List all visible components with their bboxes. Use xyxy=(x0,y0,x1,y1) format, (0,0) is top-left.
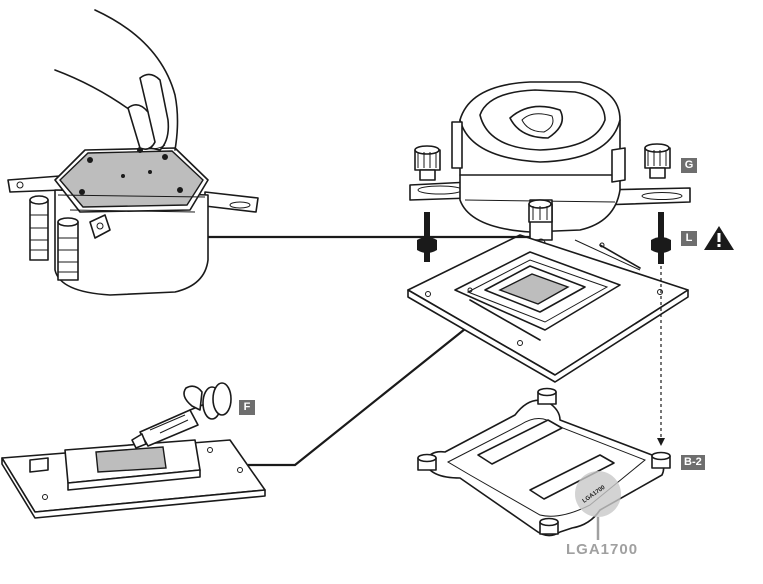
warning-triangle-icon xyxy=(704,226,734,250)
pump-block-left xyxy=(7,147,259,296)
label-g-badge: G xyxy=(681,158,697,173)
label-f-badge: F xyxy=(239,400,255,415)
motherboard-right xyxy=(407,234,689,383)
leader-paste xyxy=(248,284,521,467)
label-l-badge: L xyxy=(681,231,697,246)
label-b2-badge: B-2 xyxy=(681,455,705,470)
pump-head-right xyxy=(409,81,691,248)
socket-type-label: LGA1700 xyxy=(566,541,639,558)
thumbscrew-icon xyxy=(414,143,671,223)
motherboard-left xyxy=(1,439,266,519)
backplate: LGA1700 xyxy=(417,387,671,540)
thermal-paste-syringe-icon xyxy=(131,382,232,449)
arrow-down-icon xyxy=(657,438,665,446)
hand-icon xyxy=(54,9,179,151)
